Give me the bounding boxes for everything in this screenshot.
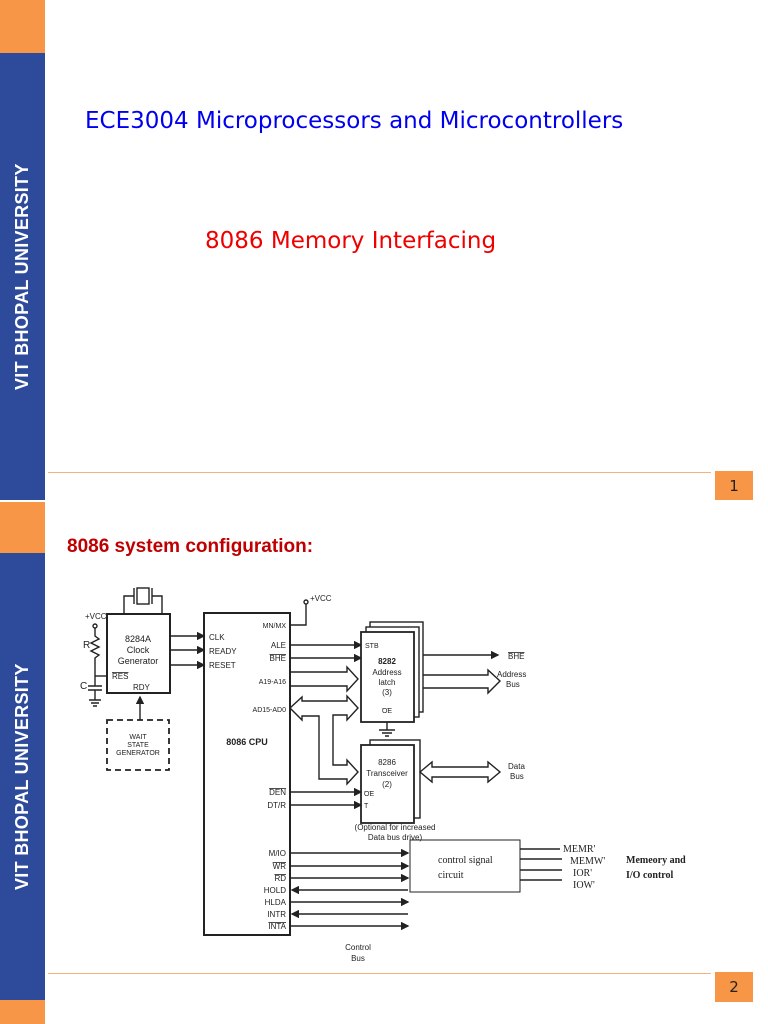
sidebar-band — [0, 553, 45, 1000]
diagram-label: Clock — [127, 645, 150, 655]
diagram-label: RD — [274, 874, 286, 883]
diagram-label: 8284A — [125, 634, 151, 644]
diagram-label: Generator — [118, 656, 159, 666]
course-title: ECE3004 Microprocessors and Microcontrol… — [85, 108, 624, 134]
transceiver-block — [360, 744, 415, 824]
diagram-label: HLDA — [265, 898, 287, 907]
diagram-label: GENERATOR — [116, 750, 160, 757]
capacitor-icon — [88, 676, 102, 707]
diagram-label: Transceiver — [366, 769, 408, 778]
diagram-label: BHE — [270, 654, 286, 663]
diagram-label: MEMW' — [570, 856, 605, 867]
vcc-left-label: +VCC — [85, 612, 107, 621]
wait-state-generator-block — [106, 719, 170, 771]
diagram-label: I/O control — [626, 870, 674, 881]
diagram-label: INTA — [268, 922, 286, 931]
page-number: 1 — [715, 471, 753, 501]
diagram-label: BHE — [508, 652, 524, 661]
sidebar-university-label: VIT BHOPAL UNIVERSITY — [12, 163, 32, 390]
slide-1: VIT BHOPAL UNIVERSITY ECE3004 Microproce… — [0, 0, 768, 501]
diagram-label: RES — [112, 672, 128, 681]
diagram-label: DEN — [269, 788, 286, 797]
sidebar-band — [0, 53, 45, 500]
capacitor-label: C — [80, 681, 87, 692]
crystal-icon — [123, 587, 163, 614]
memory-io-control-label: Memeory and — [626, 855, 686, 866]
diagram-label: AD15-AD0 — [253, 707, 287, 714]
diagram-label: control signal — [438, 855, 493, 866]
diagram-label: Data — [508, 762, 525, 771]
diagram-label: DT/R — [267, 801, 286, 810]
sidebar-accent-orange — [0, 502, 45, 553]
section-heading: 8086 system configuration: — [67, 536, 314, 557]
diagram-label: Address — [497, 670, 526, 679]
diagram-label: INTR — [267, 910, 286, 919]
sidebar-accent-orange-bottom — [0, 1000, 45, 1024]
diagram-label: Address — [372, 668, 401, 677]
clock-generator-block — [106, 613, 171, 694]
resistor-icon — [89, 623, 101, 676]
system-configuration-diagram: +VCC R C 8284A Clock Generator RES RDY W… — [80, 587, 686, 963]
diagram-label: Bus — [510, 772, 524, 781]
diagram-label: WR — [273, 862, 287, 871]
diagram-label: A19-A16 — [259, 679, 286, 686]
diagram-label: latch — [379, 678, 396, 687]
footer-rule-2 — [48, 973, 711, 974]
diagram-label: STATE — [127, 742, 149, 749]
diagram-label: HOLD — [264, 886, 286, 895]
cpu-block — [203, 612, 291, 936]
diagram-label: CLK — [209, 633, 225, 642]
page-number-2: 2 — [715, 972, 753, 1002]
footer-rule — [48, 472, 711, 473]
diagram-label: circuit — [438, 870, 464, 881]
diagram-label: T — [364, 803, 369, 810]
diagram-label: STB — [365, 643, 379, 650]
resistor-label: R — [83, 640, 90, 651]
diagram-label: (2) — [382, 780, 392, 789]
diagram-label: Data bus drive) — [368, 833, 423, 842]
diagram-label: OE — [364, 791, 374, 798]
diagram-label: Bus — [351, 954, 365, 963]
slide-subtitle: 8086 Memory Interfacing — [205, 228, 497, 254]
diagram-label: IOR' — [573, 868, 592, 879]
diagram-label: READY — [209, 647, 237, 656]
diagram-label: ALE — [271, 641, 286, 650]
diagram-label: IOW' — [573, 880, 595, 891]
diagram-label: Bus — [506, 680, 520, 689]
cpu-label: 8086 CPU — [226, 737, 268, 747]
diagram-label: (3) — [382, 688, 392, 697]
diagram-label: M/IO — [269, 849, 286, 858]
vcc-right-label: +VCC — [310, 594, 332, 603]
diagram-label: RESET — [209, 661, 236, 670]
diagram-label: RDY — [133, 683, 151, 692]
control-bus-label: Control — [345, 943, 371, 952]
diagram-label: 8282 — [378, 657, 396, 666]
address-latch-block — [360, 631, 415, 723]
diagram-label: MEMR' — [563, 844, 596, 855]
sidebar-accent-orange — [0, 0, 45, 53]
control-signal-circuit-block — [409, 839, 521, 893]
diagram-label: MN/MX — [263, 623, 287, 630]
transceiver-note: (Optional for increased — [355, 823, 436, 832]
diagram-label: 8286 — [378, 758, 396, 767]
diagram-label: OE — [382, 708, 392, 715]
diagram-label: WAIT — [129, 734, 147, 741]
